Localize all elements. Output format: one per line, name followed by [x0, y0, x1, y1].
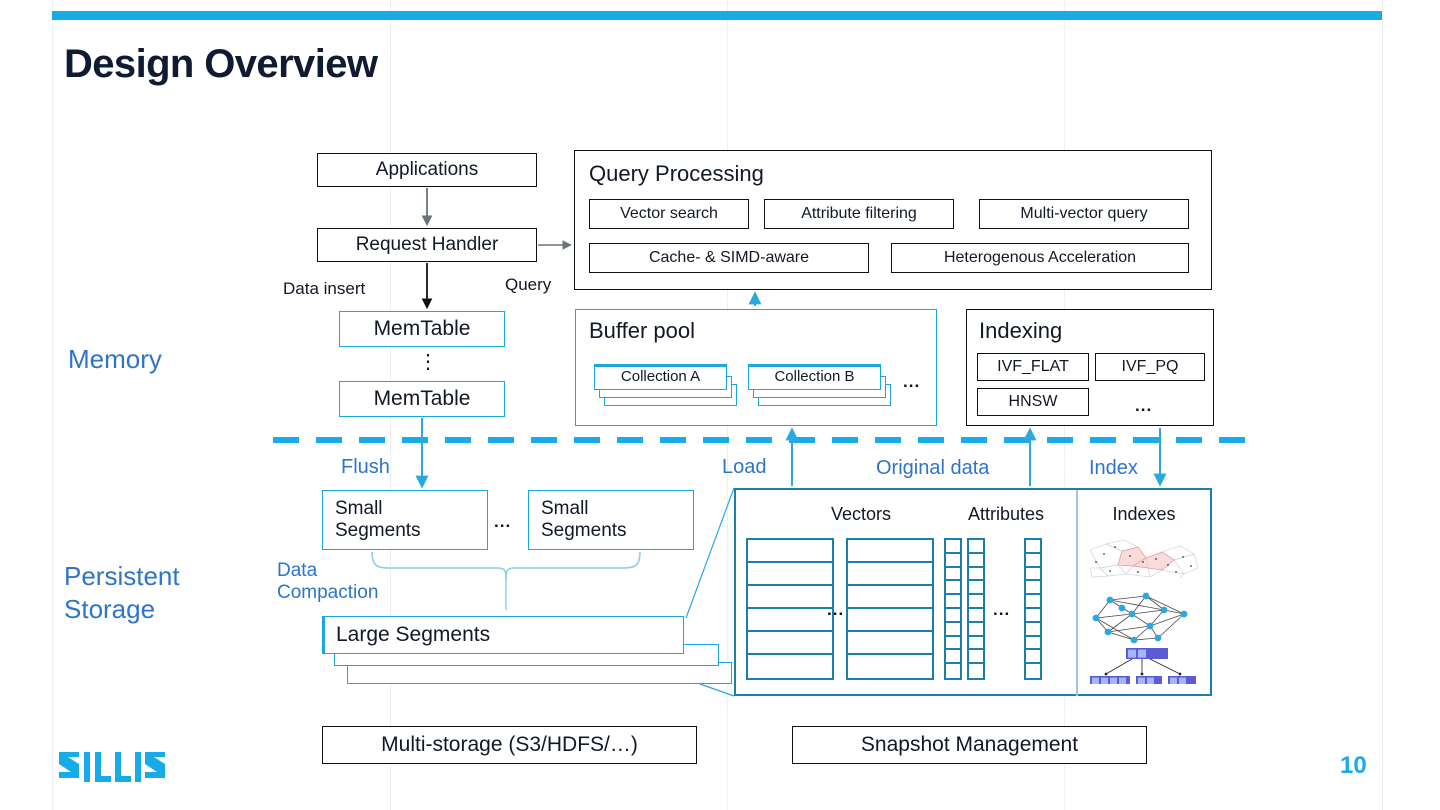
qp-item-vector-search[interactable]: Vector search: [589, 199, 749, 229]
node-multi-storage[interactable]: Multi-storage (S3/HDFS/…): [322, 726, 697, 764]
graph-thumbnail: [1092, 592, 1188, 644]
detail-column-title-indexes: Indexes: [1112, 504, 1176, 524]
index-item-ivf-flat[interactable]: IVF_FLAT: [977, 353, 1089, 381]
collection-label-b: Collection B: [774, 368, 855, 386]
indexes-thumbnails: [1088, 538, 1200, 691]
node-small-segments-left[interactable]: Small Segments: [322, 490, 488, 550]
panel-segment-detail: Vectors Attributes Indexes ...: [734, 488, 1212, 696]
detail-column-title-attributes: Attributes: [967, 504, 1045, 524]
flow-label-load: Load: [722, 456, 767, 478]
panel-title-buffer-pool: Buffer pool: [589, 318, 696, 343]
attributes-column-1: [944, 538, 962, 680]
vectors-column-2: [846, 538, 934, 680]
node-request-handler[interactable]: Request Handler: [317, 228, 537, 262]
index-item-hnsw[interactable]: HNSW: [977, 388, 1089, 416]
qp-item-multi-vector-query[interactable]: Multi-vector query: [979, 199, 1189, 229]
flow-label-query: Query: [505, 275, 552, 294]
flow-label-data-compaction: Data Compaction: [277, 560, 379, 604]
collection-stack-a[interactable]: Collection A: [594, 364, 739, 409]
node-snapshot-management[interactable]: Snapshot Management: [792, 726, 1147, 764]
vectors-more: ...: [827, 600, 845, 619]
index-item-more: ...: [1135, 396, 1153, 415]
layout-guide: [52, 0, 53, 810]
section-label-memory: Memory: [68, 344, 162, 374]
qp-item-cache-simd-aware[interactable]: Cache- & SIMD-aware: [589, 243, 869, 273]
node-memtable-top[interactable]: MemTable: [339, 311, 505, 347]
small-segments-more: ...: [494, 512, 512, 531]
collection-label-a: Collection A: [620, 368, 701, 386]
memory-storage-divider: [273, 437, 1253, 443]
qp-item-heterogenous-acceleration[interactable]: Heterogenous Acceleration: [891, 243, 1189, 273]
attributes-more: ...: [993, 600, 1011, 619]
node-memtable-bottom[interactable]: MemTable: [339, 381, 505, 417]
flow-label-flush: Flush: [341, 456, 390, 478]
buffer-pool-more: ...: [903, 372, 921, 391]
memtable-ellipsis: ⋮: [418, 351, 438, 373]
index-item-ivf-pq[interactable]: IVF_PQ: [1095, 353, 1205, 381]
node-applications[interactable]: Applications: [317, 153, 537, 187]
tree-thumbnail: [1090, 648, 1196, 691]
voronoi-thumbnail: [1089, 538, 1199, 579]
page-title: Design Overview: [64, 42, 378, 86]
panel-indexing: Indexing IVF_FLAT IVF_PQ HNSW ...: [966, 309, 1214, 426]
attributes-column-3: [1024, 538, 1042, 680]
panel-title-query-processing: Query Processing: [589, 161, 764, 186]
accent-top-bar: [52, 11, 1382, 20]
node-large-segments[interactable]: Large Segments: [322, 616, 732, 688]
flow-label-index: Index: [1089, 457, 1138, 479]
detail-column-title-vectors: Vectors: [830, 504, 892, 524]
large-segments-label: Large Segments: [336, 623, 491, 646]
flow-label-original-data: Original data: [876, 457, 990, 479]
panel-query-processing: Query Processing Vector search Attribute…: [574, 150, 1212, 290]
qp-item-attribute-filtering[interactable]: Attribute filtering: [764, 199, 954, 229]
zilliz-logo: [57, 748, 169, 782]
flow-label-data-insert: Data insert: [283, 279, 366, 298]
vectors-column-1: [746, 538, 834, 680]
section-label-persistent-storage: Persistent Storage: [64, 561, 180, 624]
collection-stack-b[interactable]: Collection B: [748, 364, 893, 409]
node-small-segments-right[interactable]: Small Segments: [528, 490, 694, 550]
page-number: 10: [1340, 752, 1367, 779]
panel-title-indexing: Indexing: [979, 318, 1063, 343]
brace-data-compaction: [371, 551, 641, 581]
detail-separator: [1076, 490, 1078, 696]
panel-buffer-pool: Buffer pool Collection A Collection B ..…: [575, 309, 937, 426]
layout-guide: [1382, 0, 1383, 810]
attributes-column-2: [967, 538, 985, 680]
